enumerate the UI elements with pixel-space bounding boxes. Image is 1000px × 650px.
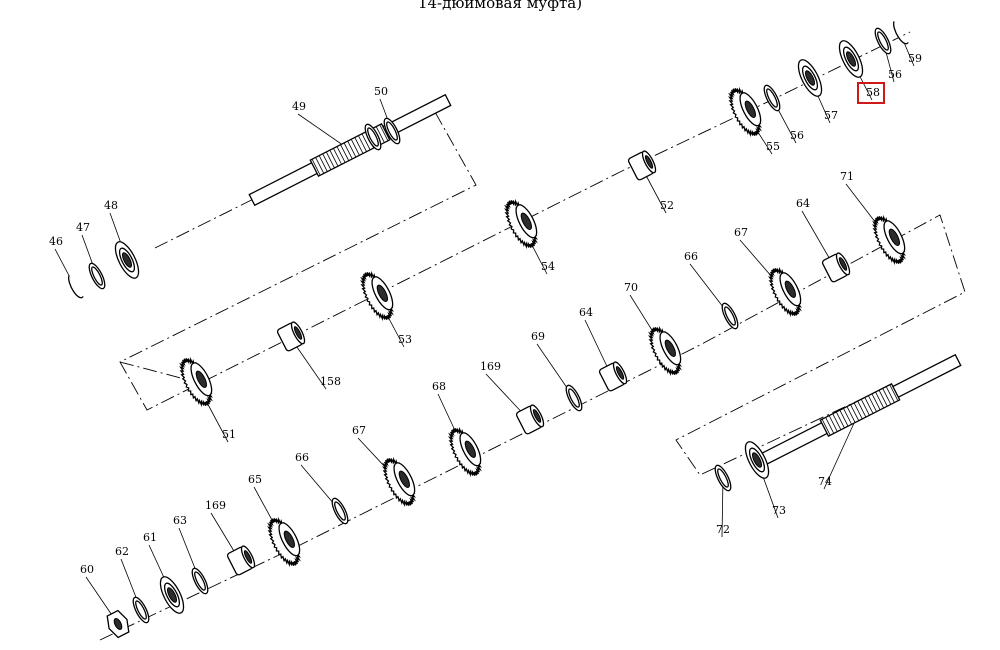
part-label-57: 57	[824, 109, 838, 122]
part-number-labels: 49 50 48 47 46 55 56 57 58 56 59 52 54 53 158 51 71 64 67 6…	[49, 52, 922, 576]
part-50-ring	[383, 117, 401, 145]
part-70-gear	[648, 325, 682, 377]
assembly-axes	[99, 31, 966, 641]
part-label-52: 52	[660, 199, 674, 212]
part-label-60: 60	[80, 563, 94, 576]
part-57-bearing	[797, 59, 823, 97]
part-label-53: 53	[398, 333, 412, 346]
part-68-gear	[448, 426, 482, 478]
part-label-64: 64	[796, 197, 810, 210]
part-60-nut	[106, 609, 130, 639]
part-64-sleeve	[598, 361, 628, 392]
part-label-58: 58	[866, 86, 880, 99]
part-69-ring	[565, 384, 583, 412]
part-71-gear	[872, 214, 906, 266]
part-169-sleeve	[515, 404, 545, 435]
part-47-ring	[88, 262, 106, 290]
part-51-gear	[179, 356, 213, 408]
part-62-ring	[132, 596, 150, 624]
part-label-64: 64	[579, 306, 593, 319]
part-67-gear	[382, 456, 416, 508]
part-56-ring	[763, 84, 781, 112]
part-label-66: 66	[684, 250, 698, 263]
part-74-shaft	[758, 353, 962, 467]
leader-lines	[54, 32, 915, 625]
part-label-70: 70	[624, 281, 638, 294]
part-label-69: 69	[531, 330, 545, 343]
part-65-gear	[267, 516, 301, 568]
part-73-bearing	[744, 441, 770, 479]
part-64-sleeve	[821, 252, 851, 283]
part-label-73: 73	[772, 504, 786, 517]
leader-line	[721, 477, 724, 538]
part-label-61: 61	[143, 531, 157, 544]
part-label-169: 169	[205, 499, 226, 512]
part-61-bearing	[159, 576, 185, 614]
part-48-bearing	[114, 241, 140, 279]
part-label-59: 59	[908, 52, 922, 65]
part-49-shaft	[248, 93, 452, 207]
part-label-46: 46	[49, 235, 63, 248]
part-label-49: 49	[292, 100, 306, 113]
part-54-gear	[504, 198, 538, 250]
part-label-47: 47	[76, 221, 90, 234]
part-label-63: 63	[173, 514, 187, 527]
part-label-54: 54	[541, 260, 555, 273]
part-66-ring	[721, 302, 739, 330]
part-66-ring	[331, 497, 349, 525]
part-67-gear	[768, 266, 802, 318]
part-label-158: 158	[320, 375, 341, 388]
part-46-clip	[68, 275, 84, 299]
part-label-66: 66	[295, 451, 309, 464]
part-label-71: 71	[840, 170, 854, 183]
part-72-ring	[714, 464, 732, 492]
highlight-box-58	[857, 82, 885, 104]
part-label-48: 48	[104, 199, 118, 212]
parts-layer	[68, 21, 962, 639]
part-55-gear	[728, 86, 762, 138]
part-158-sleeve	[276, 321, 306, 352]
part-59-clip	[893, 21, 909, 45]
part-52-sleeve	[627, 150, 657, 181]
part-label-169: 169	[480, 360, 501, 373]
part-label-56: 56	[888, 68, 902, 81]
part-label-56: 56	[790, 129, 804, 142]
part-53-gear	[360, 270, 394, 322]
part-58-bearing	[838, 40, 864, 78]
part-49-ring	[364, 123, 382, 151]
part-label-72: 72	[716, 523, 730, 536]
part-63-ring	[191, 567, 209, 595]
part-label-50: 50	[374, 85, 388, 98]
part-label-65: 65	[248, 473, 262, 486]
part-label-62: 62	[115, 545, 129, 558]
part-label-74: 74	[818, 475, 832, 488]
part-169-sleeve	[226, 545, 256, 576]
part-label-67: 67	[734, 226, 748, 239]
part-label-67: 67	[352, 424, 366, 437]
part-56-ring	[874, 27, 892, 55]
part-label-68: 68	[432, 380, 446, 393]
page-title: 14-дюймовая муфта)	[417, 0, 583, 12]
part-label-55: 55	[766, 140, 780, 153]
part-label-51: 51	[222, 428, 236, 441]
